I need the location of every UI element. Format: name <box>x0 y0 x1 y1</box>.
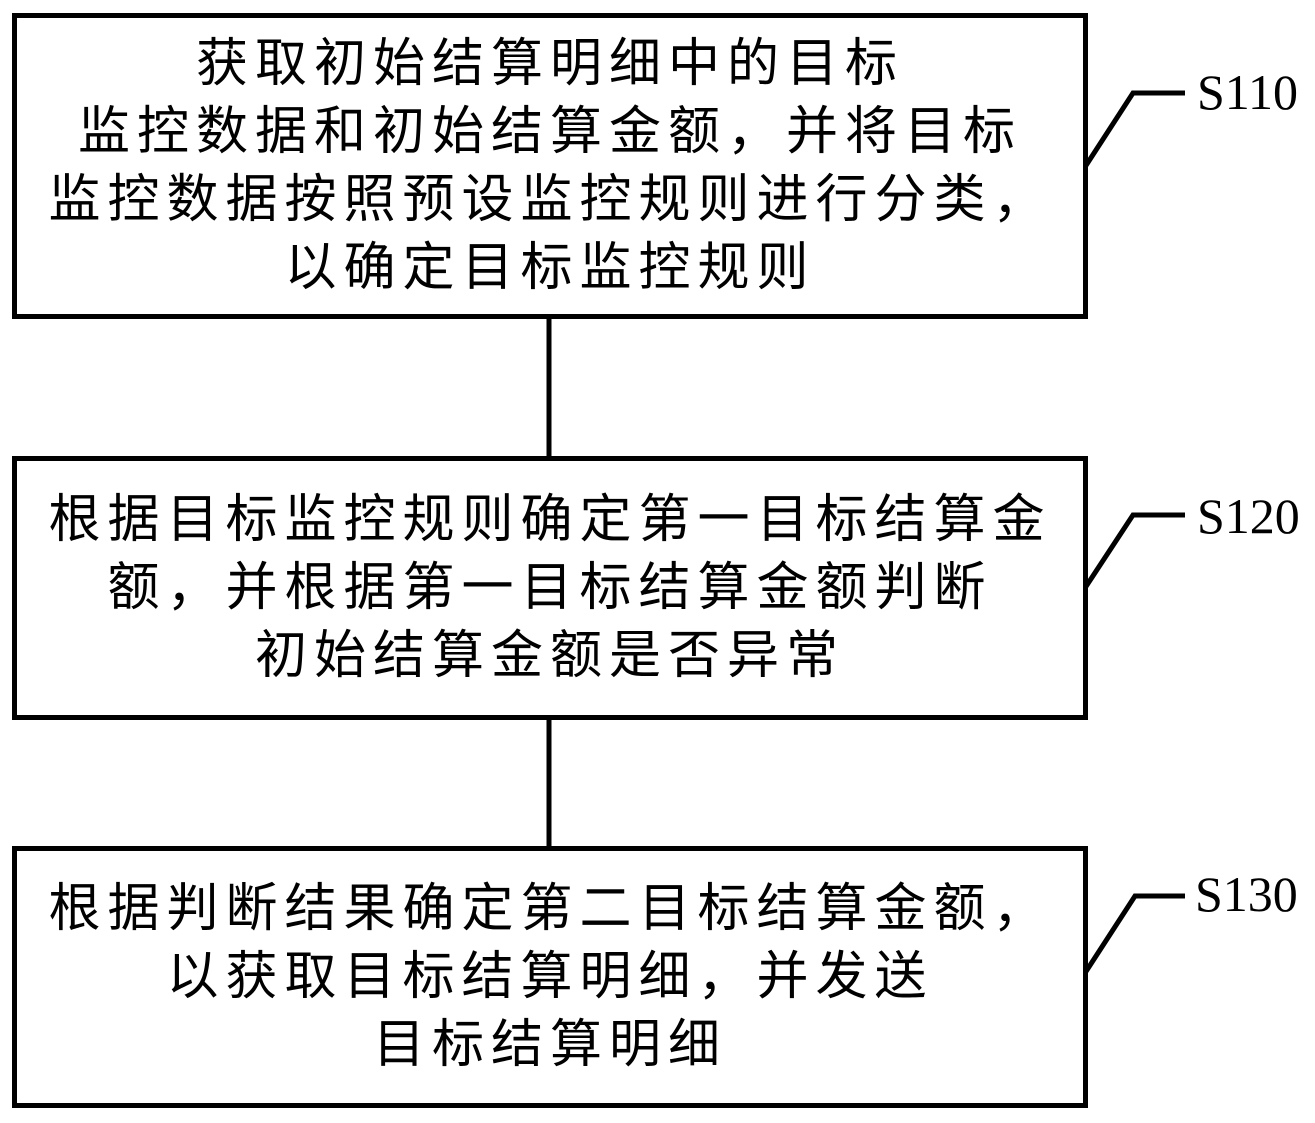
step-s110-text-line-1: 获取初始结算明细中的目标 <box>195 34 904 94</box>
step-box-s110: 获取初始结算明细中的目标 监控数据和初始结算金额，并将目标 监控数据按照预设监控… <box>12 13 1088 319</box>
s130-leader-line <box>1082 893 1185 975</box>
step-s120-text-line-1: 根据目标监控规则确定第一目标结算金 <box>48 490 1052 550</box>
s110-leader-line <box>1082 90 1185 169</box>
s120-leader-line <box>1082 512 1185 590</box>
step-s110-text-line-2: 监控数据和初始结算金额，并将目标 <box>77 102 1022 162</box>
step-box-s120: 根据目标监控规则确定第一目标结算金 额，并根据第一目标结算金额判断 初始结算金额… <box>12 456 1088 720</box>
step-s120-text-line-2: 额，并根据第一目标结算金额判断 <box>107 558 993 618</box>
step-label-s130: S130 <box>1195 866 1298 922</box>
step-s110-text-line-4: 以确定目标监控规则 <box>284 238 816 298</box>
step-s110-text-line-3: 监控数据按照预设监控规则进行分类， <box>48 170 1052 230</box>
step-s120-text-line-3: 初始结算金额是否异常 <box>254 626 845 686</box>
step-s130-text-line-2: 以获取目标结算明细，并发送 <box>166 947 934 1007</box>
step-label-s120: S120 <box>1197 488 1300 544</box>
step-s130-text-line-3: 目标结算明细 <box>372 1015 727 1075</box>
step-box-s130: 根据判断结果确定第二目标结算金额， 以获取目标结算明细，并发送 目标结算明细 <box>12 846 1088 1108</box>
step-s130-text-line-1: 根据判断结果确定第二目标结算金额， <box>48 879 1052 939</box>
step-label-s110: S110 <box>1197 64 1298 120</box>
